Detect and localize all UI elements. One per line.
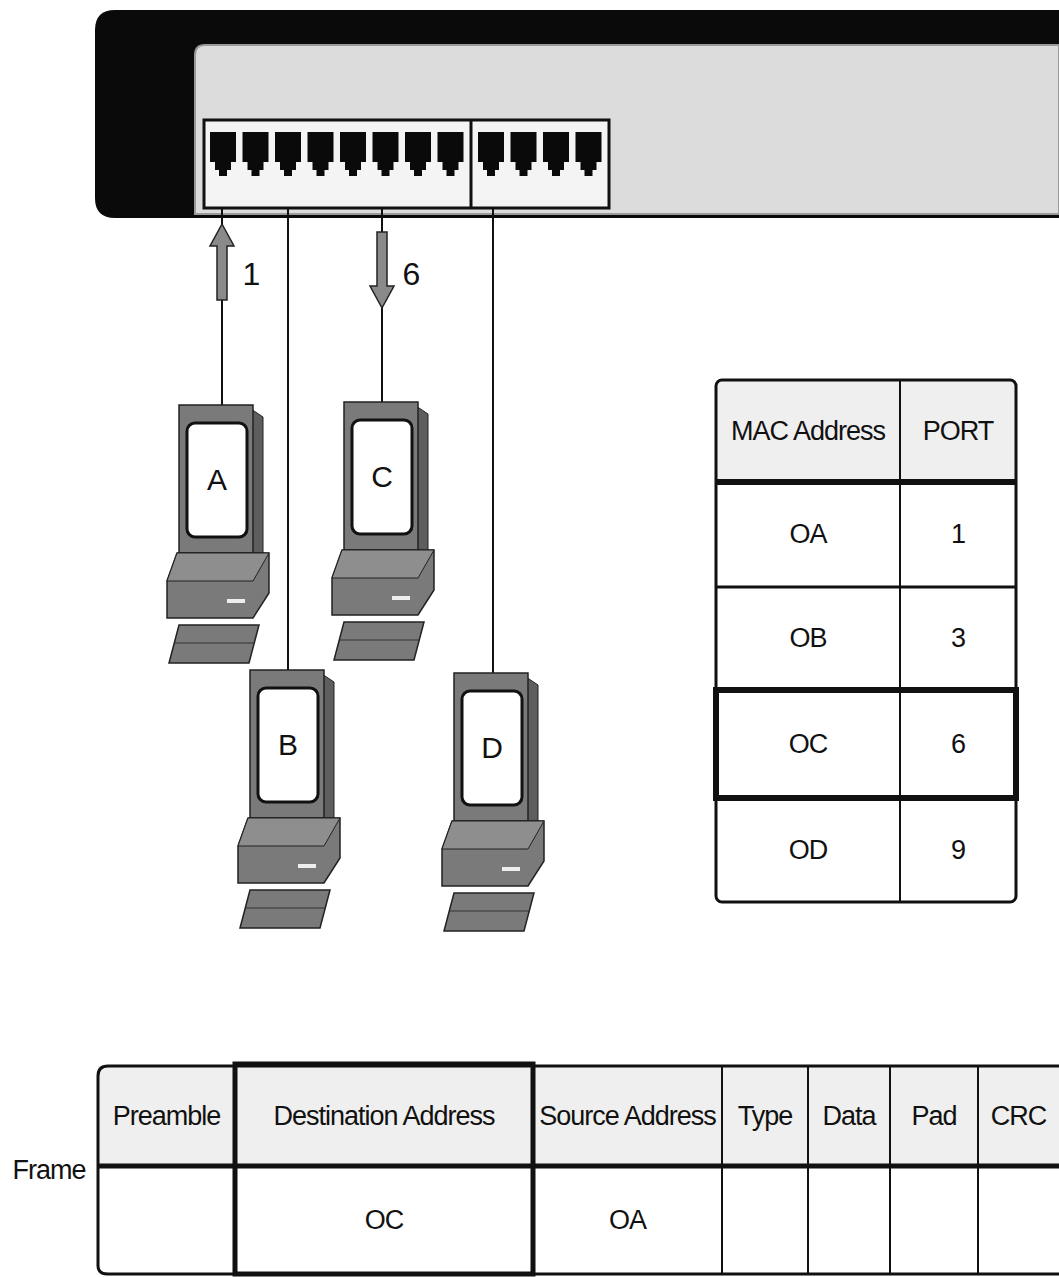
port [438, 132, 464, 176]
table-cell: OC [235, 1166, 533, 1274]
port [543, 132, 569, 176]
computer-label: D [464, 693, 520, 803]
table-header: MAC Address [716, 380, 900, 482]
cable [287, 208, 289, 672]
computer-icon [236, 668, 346, 933]
port-block [204, 120, 609, 208]
table-header-text: Type [738, 1101, 793, 1132]
arrow-up [210, 224, 234, 300]
table-header: Type [722, 1066, 808, 1166]
callout-number: 1 [236, 252, 266, 296]
computer-icon [440, 671, 550, 936]
cable [492, 208, 494, 675]
computer-label: A [189, 425, 245, 535]
table-cell-text: OC [789, 729, 828, 760]
port [405, 132, 431, 176]
table-header: Destination Address [235, 1066, 533, 1166]
table-cell-text: OA [609, 1205, 646, 1236]
table-cell: 6 [900, 690, 1016, 798]
table-header: Data [808, 1066, 890, 1166]
table-cell-text: OC [365, 1205, 404, 1236]
table-header: CRC [978, 1066, 1059, 1166]
table-header-text: Data [822, 1101, 875, 1132]
port [308, 132, 334, 176]
table-cell-text: OA [789, 519, 826, 550]
frame-table [98, 1064, 1059, 1274]
table-cell: 1 [900, 482, 1016, 587]
table-header: Preamble [98, 1066, 235, 1166]
computer: A [165, 403, 275, 668]
computer-icon [330, 400, 440, 665]
ports [210, 132, 602, 176]
port [275, 132, 301, 176]
callout-number: 6 [396, 252, 426, 296]
table-header-text: MAC Address [731, 416, 885, 447]
callout-number-text: 1 [243, 256, 260, 293]
table-cell-text: 6 [951, 729, 965, 760]
arrow-down [370, 232, 394, 308]
table-header-text: Preamble [113, 1101, 221, 1132]
computer-icon [165, 403, 275, 668]
port [478, 132, 504, 176]
table-cell-text: 3 [951, 623, 965, 654]
computer-label: B [260, 690, 316, 800]
table-cell-text: 9 [951, 835, 965, 866]
table-header-text: PORT [923, 416, 994, 447]
port [511, 132, 537, 176]
table-header: PORT [900, 380, 1016, 482]
computer: B [236, 668, 346, 933]
row-title-text: Frame [12, 1155, 85, 1186]
table-cell: OD [716, 798, 900, 902]
computer-label: C [354, 422, 410, 532]
row-title: Frame [4, 1130, 94, 1210]
table-header-text: Destination Address [273, 1101, 494, 1132]
table-header-text: Pad [911, 1101, 956, 1132]
port [210, 132, 236, 176]
port-group-divider [470, 120, 473, 208]
table-cell: 3 [900, 587, 1016, 690]
computer: C [330, 400, 440, 665]
switch-housing [95, 10, 1059, 218]
callout-number-text: 6 [403, 256, 420, 293]
port [340, 132, 366, 176]
table-header: Source Address [533, 1066, 722, 1166]
table-cell-text: OB [789, 623, 826, 654]
table-header-text: Source Address [539, 1101, 716, 1132]
table-cell: OA [716, 482, 900, 587]
port [373, 132, 399, 176]
table-cell: OA [533, 1166, 722, 1274]
switch-panel [195, 45, 1059, 214]
table-cell-text: 1 [951, 519, 965, 550]
table-cell: 9 [900, 798, 1016, 902]
port [243, 132, 269, 176]
table-cell: OB [716, 587, 900, 690]
computer: D [440, 671, 550, 936]
table-cell-text: OD [789, 835, 828, 866]
table-header: Pad [890, 1066, 978, 1166]
mac-table [716, 380, 1016, 902]
table-header-text: CRC [991, 1101, 1047, 1132]
port [576, 132, 602, 176]
table-cell: OC [716, 690, 900, 798]
